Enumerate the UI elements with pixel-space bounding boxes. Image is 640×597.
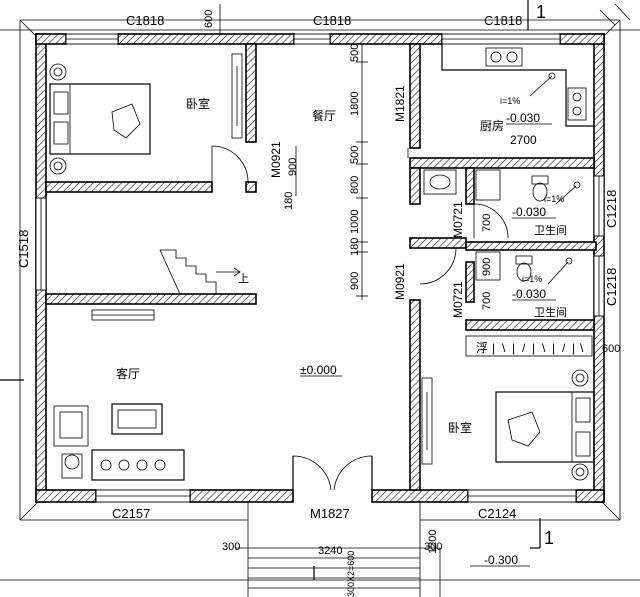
window-label: C1818: [313, 13, 351, 28]
room-label: 卧室: [186, 96, 210, 111]
level-labels: -0.030 -0.030 -0.030 ±0.000 -0.300: [300, 111, 556, 567]
dim-label: 700: [481, 292, 493, 310]
slope-label: i=1%: [544, 194, 564, 204]
dim-label: 1800: [349, 92, 361, 116]
door-label: M0721: [451, 201, 465, 238]
door-label: M1827: [310, 506, 350, 521]
dim-label: 500: [349, 44, 361, 62]
cabinet-mark: |: [492, 341, 495, 355]
cabinet-mark: |: [552, 341, 555, 355]
bedroom-se-furniture: [421, 369, 595, 481]
door-label: M0921: [269, 141, 283, 178]
room-label: 厨房: [480, 118, 504, 133]
room-label: 卫生间: [534, 223, 567, 237]
room-labels: 卧室 餐厅 厨房 卫生间 卫生间 客厅 卧室 上: [116, 96, 567, 435]
kitchen-counter: [441, 44, 594, 127]
window-label: C1818: [484, 13, 522, 28]
window-label: C1818: [126, 13, 164, 28]
staircase: [159, 249, 241, 295]
dim-label: 700: [481, 214, 493, 232]
corridor-cabinet: 浮 | \ | / | \ | / | \: [465, 335, 593, 357]
dim-label: 1200: [427, 530, 439, 554]
slope-label: i=1%: [522, 274, 542, 284]
window-label: C2157: [112, 506, 150, 521]
window-label: C2124: [478, 506, 516, 521]
internal-dimension-chain: [295, 43, 368, 300]
window-label: C1218: [604, 190, 619, 228]
cabinet-mark: \: [542, 341, 546, 355]
level-label: ±0.000: [300, 363, 337, 377]
cabinet-mark: 浮: [476, 341, 488, 355]
dim-label: 300: [222, 541, 240, 553]
doors: [211, 145, 509, 491]
section-marker-top: 1: [536, 2, 546, 22]
door-label: M0921: [393, 263, 407, 300]
room-label: 餐厅: [312, 108, 336, 123]
room-label: 卧室: [448, 420, 472, 435]
porch: [0, 379, 640, 597]
dim-label: 900: [349, 272, 361, 290]
room-label: 卫生间: [534, 305, 567, 319]
cabinet-mark: |: [572, 341, 575, 355]
bedroom-nw-furniture: [49, 53, 243, 175]
dim-label: 500: [349, 146, 361, 164]
dim-label: 800: [349, 176, 361, 194]
living-furniture: [53, 309, 185, 481]
dim-label: 900: [481, 258, 493, 276]
room-label: 客厅: [116, 366, 140, 381]
cabinet-mark: |: [512, 341, 515, 355]
dim-label: 3240: [318, 545, 342, 557]
dim-label: 300X2=600: [346, 551, 356, 597]
cabinet-mark: \: [502, 341, 506, 355]
cabinet-mark: |: [532, 341, 535, 355]
window-label: C1518: [16, 230, 31, 268]
level-label: -0.030: [506, 111, 540, 125]
dim-label: 2700: [510, 133, 537, 147]
door-labels: M0921 M0921 M1821 M0721 M0721 M1827: [269, 85, 465, 521]
window-label: C1218: [604, 268, 619, 306]
section-marker-bottom: 1: [544, 528, 554, 548]
interior-walls: [45, 43, 597, 491]
slope-labels: i=1% i=1% i=1%: [500, 96, 564, 284]
cabinet-mark: \: [580, 341, 584, 355]
cabinet-mark: /: [562, 341, 566, 355]
stair-up-label: 上: [238, 272, 249, 285]
level-label: -0.300: [484, 553, 518, 567]
cabinet-mark: /: [522, 341, 526, 355]
door-label: M1821: [393, 85, 407, 122]
door-label: M0721: [451, 281, 465, 318]
dim-label: 600: [602, 343, 620, 355]
level-label: -0.030: [512, 205, 546, 219]
window-labels: C1818 C1818 C1818 C1518 C2157 C2124 C121…: [16, 13, 619, 521]
section-markers: 1 1: [527, 0, 554, 548]
dimension-labels: 600 600 500 1800 500 800 1000 180 900 90…: [203, 10, 620, 597]
slope-label: i=1%: [500, 96, 520, 106]
dim-label: 600: [203, 10, 215, 28]
dim-label: 180: [283, 192, 295, 210]
dim-label: 1000: [349, 210, 361, 234]
dim-label: 180: [349, 238, 361, 256]
windows: [35, 33, 605, 503]
level-label: -0.030: [512, 287, 546, 301]
bath1-fixtures: [423, 169, 581, 205]
eave-outline: [19, 19, 621, 521]
bath2-fixtures: [475, 251, 573, 285]
dim-label: 300: [424, 541, 442, 553]
dim-label: 900: [287, 158, 299, 176]
